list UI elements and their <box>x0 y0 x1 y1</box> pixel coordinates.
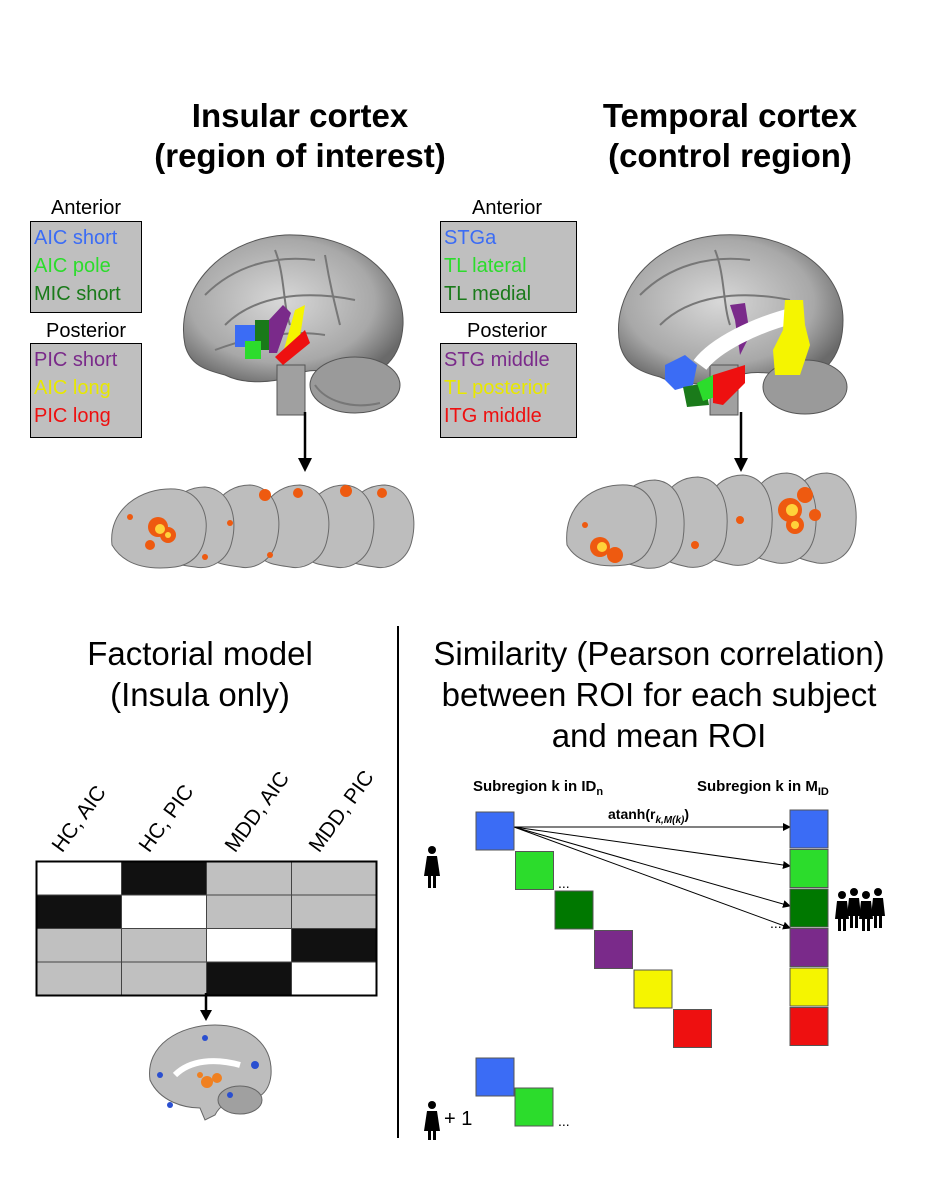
similarity-title-line1: Similarity (Pearson correlation) <box>433 635 885 672</box>
insula-legend-pic-short: PIC short <box>34 349 118 371</box>
mean-subregion-square <box>789 809 829 849</box>
factorial-title-line1: Factorial model <box>87 635 313 672</box>
next-subject-icon <box>424 1101 440 1140</box>
subject-subregion-square <box>554 890 594 930</box>
subject-subregion-square <box>673 1009 712 1048</box>
correlation-formula-sub: k,M(k) <box>655 814 685 826</box>
matrix-cell <box>206 928 292 963</box>
insula-title-line2: (region of interest) <box>154 137 446 174</box>
factorial-result-brain <box>149 1024 272 1121</box>
subject-subregion-square <box>594 930 633 969</box>
matrix-cell <box>36 861 122 896</box>
correlation-arrow <box>513 826 791 908</box>
insula-posterior-header: Posterior <box>45 320 127 342</box>
temporal-title: Temporal cortex (control region) <box>545 96 915 176</box>
factorial-design-matrix <box>35 860 378 997</box>
insula-anterior-header: Anterior <box>50 197 122 219</box>
correlation-formula: atanh(rk,M(k)) <box>608 806 689 826</box>
matrix-cell <box>121 894 207 929</box>
matrix-cell <box>121 961 207 996</box>
insula-anterior-legend: AIC short AIC pole MIC short <box>30 221 142 313</box>
insula-activation-slices <box>111 484 415 569</box>
insula-legend-aic-short: AIC short <box>34 227 118 249</box>
matrix-cell <box>206 961 292 996</box>
subject-subregion-header: Subregion k in IDn <box>473 778 603 798</box>
correlation-formula-prefix: atanh(r <box>608 806 656 822</box>
matrix-cell <box>121 861 207 896</box>
matrix-cell <box>291 961 377 996</box>
correlation-formula-suffix: ) <box>684 806 690 822</box>
subject-subregion-square <box>633 969 673 1009</box>
temporal-activation-slices <box>566 472 857 569</box>
ellipsis-1: ... <box>558 875 570 891</box>
matrix-cell <box>36 961 122 996</box>
ellipsis-3: ... <box>558 1113 570 1129</box>
vertical-divider <box>397 626 399 1138</box>
single-subject-icon <box>424 846 440 888</box>
similarity-diagram: ... ... ... + 1 <box>424 809 885 1140</box>
factorial-column-label-2: HC, PIC <box>134 780 199 857</box>
factorial-title-line2: (Insula only) <box>110 676 290 713</box>
correlation-arrow <box>513 826 791 869</box>
insula-posterior-legend: PIC short AIC long PIC long <box>30 343 142 438</box>
factorial-column-label-1: HC, AIC <box>47 781 111 857</box>
mean-subregion-square <box>789 928 829 967</box>
mean-subregion-header-text: Subregion k in M <box>697 778 818 795</box>
mean-subregion-square <box>789 888 829 928</box>
temporal-legend-stga: STGa <box>444 227 497 249</box>
temporal-legend-itg-middle: ITG middle <box>444 405 542 427</box>
subject-subregion-header-text: Subregion k in ID <box>473 778 597 795</box>
matrix-cell <box>206 861 292 896</box>
temporal-legend-tl-lateral: TL lateral <box>444 255 527 277</box>
subject-subregion-square <box>515 851 554 890</box>
factorial-column-label-3: MDD, AIC <box>220 767 295 857</box>
temporal-posterior-legend: STG middle TL posterior ITG middle <box>440 343 577 438</box>
matrix-cell <box>206 894 292 929</box>
matrix-cell <box>291 861 377 896</box>
temporal-anterior-legend: STGa TL lateral TL medial <box>440 221 577 313</box>
insula-brain-image <box>183 234 404 416</box>
ellipsis-2: ... <box>770 915 782 931</box>
matrix-cell <box>291 894 377 929</box>
insula-legend-pic-long: PIC long <box>34 405 111 427</box>
mean-subregion-square <box>789 849 829 888</box>
temporal-legend-tl-medial: TL medial <box>444 283 532 305</box>
temporal-title-line2: (control region) <box>608 137 852 174</box>
temporal-down-arrow <box>734 412 748 472</box>
next-subject-square <box>475 1057 515 1097</box>
temporal-brain-image <box>618 234 848 416</box>
matrix-cell <box>36 928 122 963</box>
subject-subregion-header-sub: n <box>596 786 604 798</box>
insula-legend-mic-short: MIC short <box>34 283 121 305</box>
group-subjects-icon <box>835 888 885 931</box>
temporal-legend-stg-middle: STG middle <box>444 349 550 371</box>
insula-title-line1: Insular cortex <box>191 97 409 134</box>
matrix-cell <box>291 928 377 963</box>
factorial-column-label-4: MDD, PIC <box>304 766 379 857</box>
subject-subregion-square <box>475 811 515 851</box>
mean-subregion-square <box>789 967 829 1007</box>
insula-down-arrow <box>298 412 312 472</box>
mean-subregion-header-sub: ID <box>817 786 829 798</box>
similarity-title: Similarity (Pearson correlation) between… <box>400 633 918 756</box>
next-subject-square <box>514 1087 554 1127</box>
temporal-posterior-header: Posterior <box>466 320 548 342</box>
factorial-title: Factorial model (Insula only) <box>30 633 370 715</box>
mean-subregion-square <box>789 1007 829 1046</box>
temporal-legend-tl-posterior: TL posterior <box>444 377 550 399</box>
similarity-title-line2: between ROI for each subject <box>441 676 877 713</box>
temporal-anterior-header: Anterior <box>471 197 543 219</box>
matrix-cell <box>36 894 122 929</box>
matrix-cell <box>121 928 207 963</box>
similarity-title-line3: and mean ROI <box>551 717 767 754</box>
next-subject-label: + 1 <box>444 1108 472 1130</box>
insula-legend-aic-long: AIC long <box>34 377 111 399</box>
factorial-down-arrow <box>200 993 212 1021</box>
temporal-title-line1: Temporal cortex <box>602 97 858 134</box>
correlation-arrow <box>513 826 791 930</box>
insula-title: Insular cortex (region of interest) <box>110 96 490 176</box>
insula-legend-aic-pole: AIC pole <box>34 255 111 277</box>
mean-subregion-header: Subregion k in MID <box>697 778 829 798</box>
